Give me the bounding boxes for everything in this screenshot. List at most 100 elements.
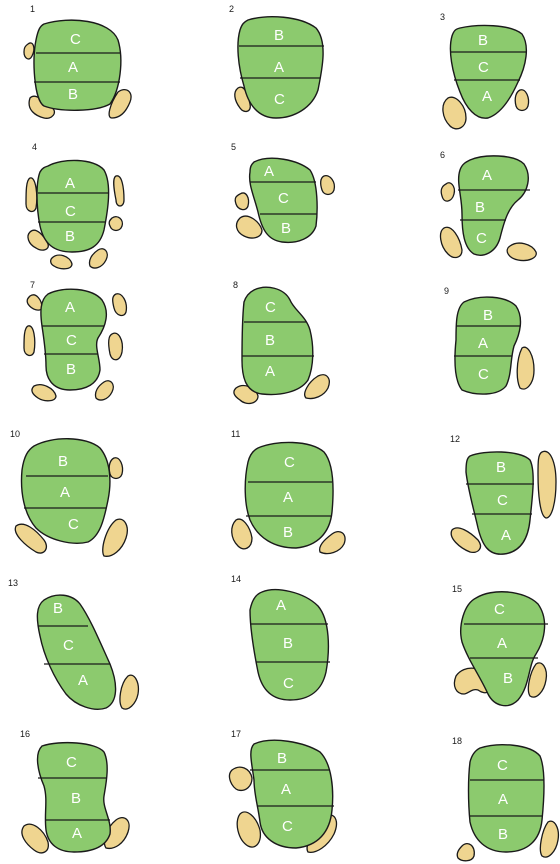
zone-label: B: [283, 524, 293, 541]
side-blob: [24, 43, 34, 59]
panel-number: 18: [452, 736, 462, 746]
panel-number: 6: [440, 150, 445, 160]
panel-number: 11: [231, 429, 240, 439]
side-blob: [538, 451, 556, 518]
zone-label: A: [264, 163, 274, 180]
panel-1: 1 C A B: [24, 4, 131, 118]
side-blob: [515, 90, 528, 111]
panel-number: 17: [231, 729, 241, 739]
panel-13: 13 B C A: [8, 578, 138, 709]
side-blob: [95, 381, 113, 400]
panel-number: 12: [450, 434, 460, 444]
panel-18: 18 C A B: [452, 736, 558, 861]
panel-14: 14 A B C: [231, 574, 330, 700]
side-blob: [109, 458, 122, 479]
panel-15: 15 C A B: [452, 584, 548, 706]
zone-label: A: [501, 527, 511, 544]
side-blob: [237, 812, 260, 847]
zone-label: B: [281, 220, 291, 237]
zone-label: B: [503, 670, 513, 687]
side-blob: [443, 97, 466, 129]
side-blob: [441, 227, 462, 257]
zone-label: B: [71, 790, 81, 807]
zone-label: C: [63, 637, 74, 654]
zone-label: A: [276, 597, 286, 614]
zone-label: A: [281, 781, 291, 798]
zone-label: B: [265, 332, 275, 349]
zone-label: C: [284, 454, 295, 471]
zone-label: C: [497, 492, 508, 509]
zone-label: B: [483, 307, 493, 324]
panel-number: 3: [440, 12, 445, 22]
side-blob: [230, 767, 252, 790]
panel-number: 7: [30, 280, 35, 290]
panel-10: 10 B A C: [10, 429, 127, 556]
zone-label: B: [277, 750, 287, 767]
panel-17: 17 B A C: [230, 729, 337, 852]
zone-label: C: [274, 91, 285, 108]
panel-16: 16 C B A: [20, 729, 129, 853]
side-blob: [120, 675, 138, 709]
panel-number: 14: [231, 574, 241, 584]
zone-label: A: [498, 791, 508, 808]
side-blob: [103, 519, 128, 556]
zone-label: B: [65, 228, 75, 245]
panel-6: 6 A B C: [440, 150, 536, 261]
panel-3: 3 B C A: [440, 12, 529, 129]
side-blob: [235, 193, 248, 210]
side-blob: [237, 216, 262, 238]
side-blob: [457, 844, 474, 861]
zone-label: A: [482, 167, 492, 184]
panel-number: 1: [30, 4, 35, 14]
zone-label: A: [478, 335, 488, 352]
zone-label: C: [476, 230, 487, 247]
zone-label: A: [60, 484, 70, 501]
zone-label: C: [70, 31, 81, 48]
side-blob: [517, 347, 534, 389]
zone-label: B: [498, 826, 508, 843]
panel-9: 9 B A C: [444, 286, 534, 394]
panel-number: 13: [8, 578, 18, 588]
zone-label: C: [478, 59, 489, 76]
zone-label: C: [65, 203, 76, 220]
side-blob: [109, 217, 122, 231]
side-blob: [51, 255, 72, 269]
panel-number: 16: [20, 729, 30, 739]
panel-number: 8: [233, 280, 238, 290]
zone-label: B: [274, 27, 284, 44]
zone-label: B: [496, 459, 506, 476]
zone-label: C: [278, 190, 289, 207]
side-blob: [27, 295, 42, 310]
zone-label: A: [68, 59, 78, 76]
side-blob: [232, 519, 252, 549]
zone-label: A: [65, 175, 75, 192]
side-blob: [114, 176, 124, 206]
zone-label: A: [274, 59, 284, 76]
zone-label: C: [66, 754, 77, 771]
zone-label: A: [72, 825, 82, 842]
side-blob: [321, 176, 335, 195]
side-blob: [22, 824, 48, 853]
zone-label: B: [66, 361, 76, 378]
panel-5: 5 A C B: [231, 142, 334, 242]
zone-label: C: [494, 601, 505, 618]
panel-11: 11 C A B: [231, 429, 345, 554]
zone-label: A: [482, 88, 492, 105]
panel-number: 15: [452, 584, 462, 594]
side-blob: [451, 528, 480, 552]
panel-12: 12 B C A: [450, 434, 556, 554]
main-blob: [242, 287, 313, 394]
zone-label: B: [475, 199, 485, 216]
zone-label: B: [53, 600, 63, 617]
side-blob: [24, 326, 35, 356]
zone-label: C: [66, 332, 77, 349]
zone-label: C: [265, 299, 276, 316]
zone-label: C: [68, 516, 79, 533]
side-blob: [109, 333, 123, 360]
panel-4: 4 A C B: [26, 142, 124, 269]
panel-number: 5: [231, 142, 236, 152]
side-blob: [113, 294, 127, 316]
zone-label: C: [283, 675, 294, 692]
